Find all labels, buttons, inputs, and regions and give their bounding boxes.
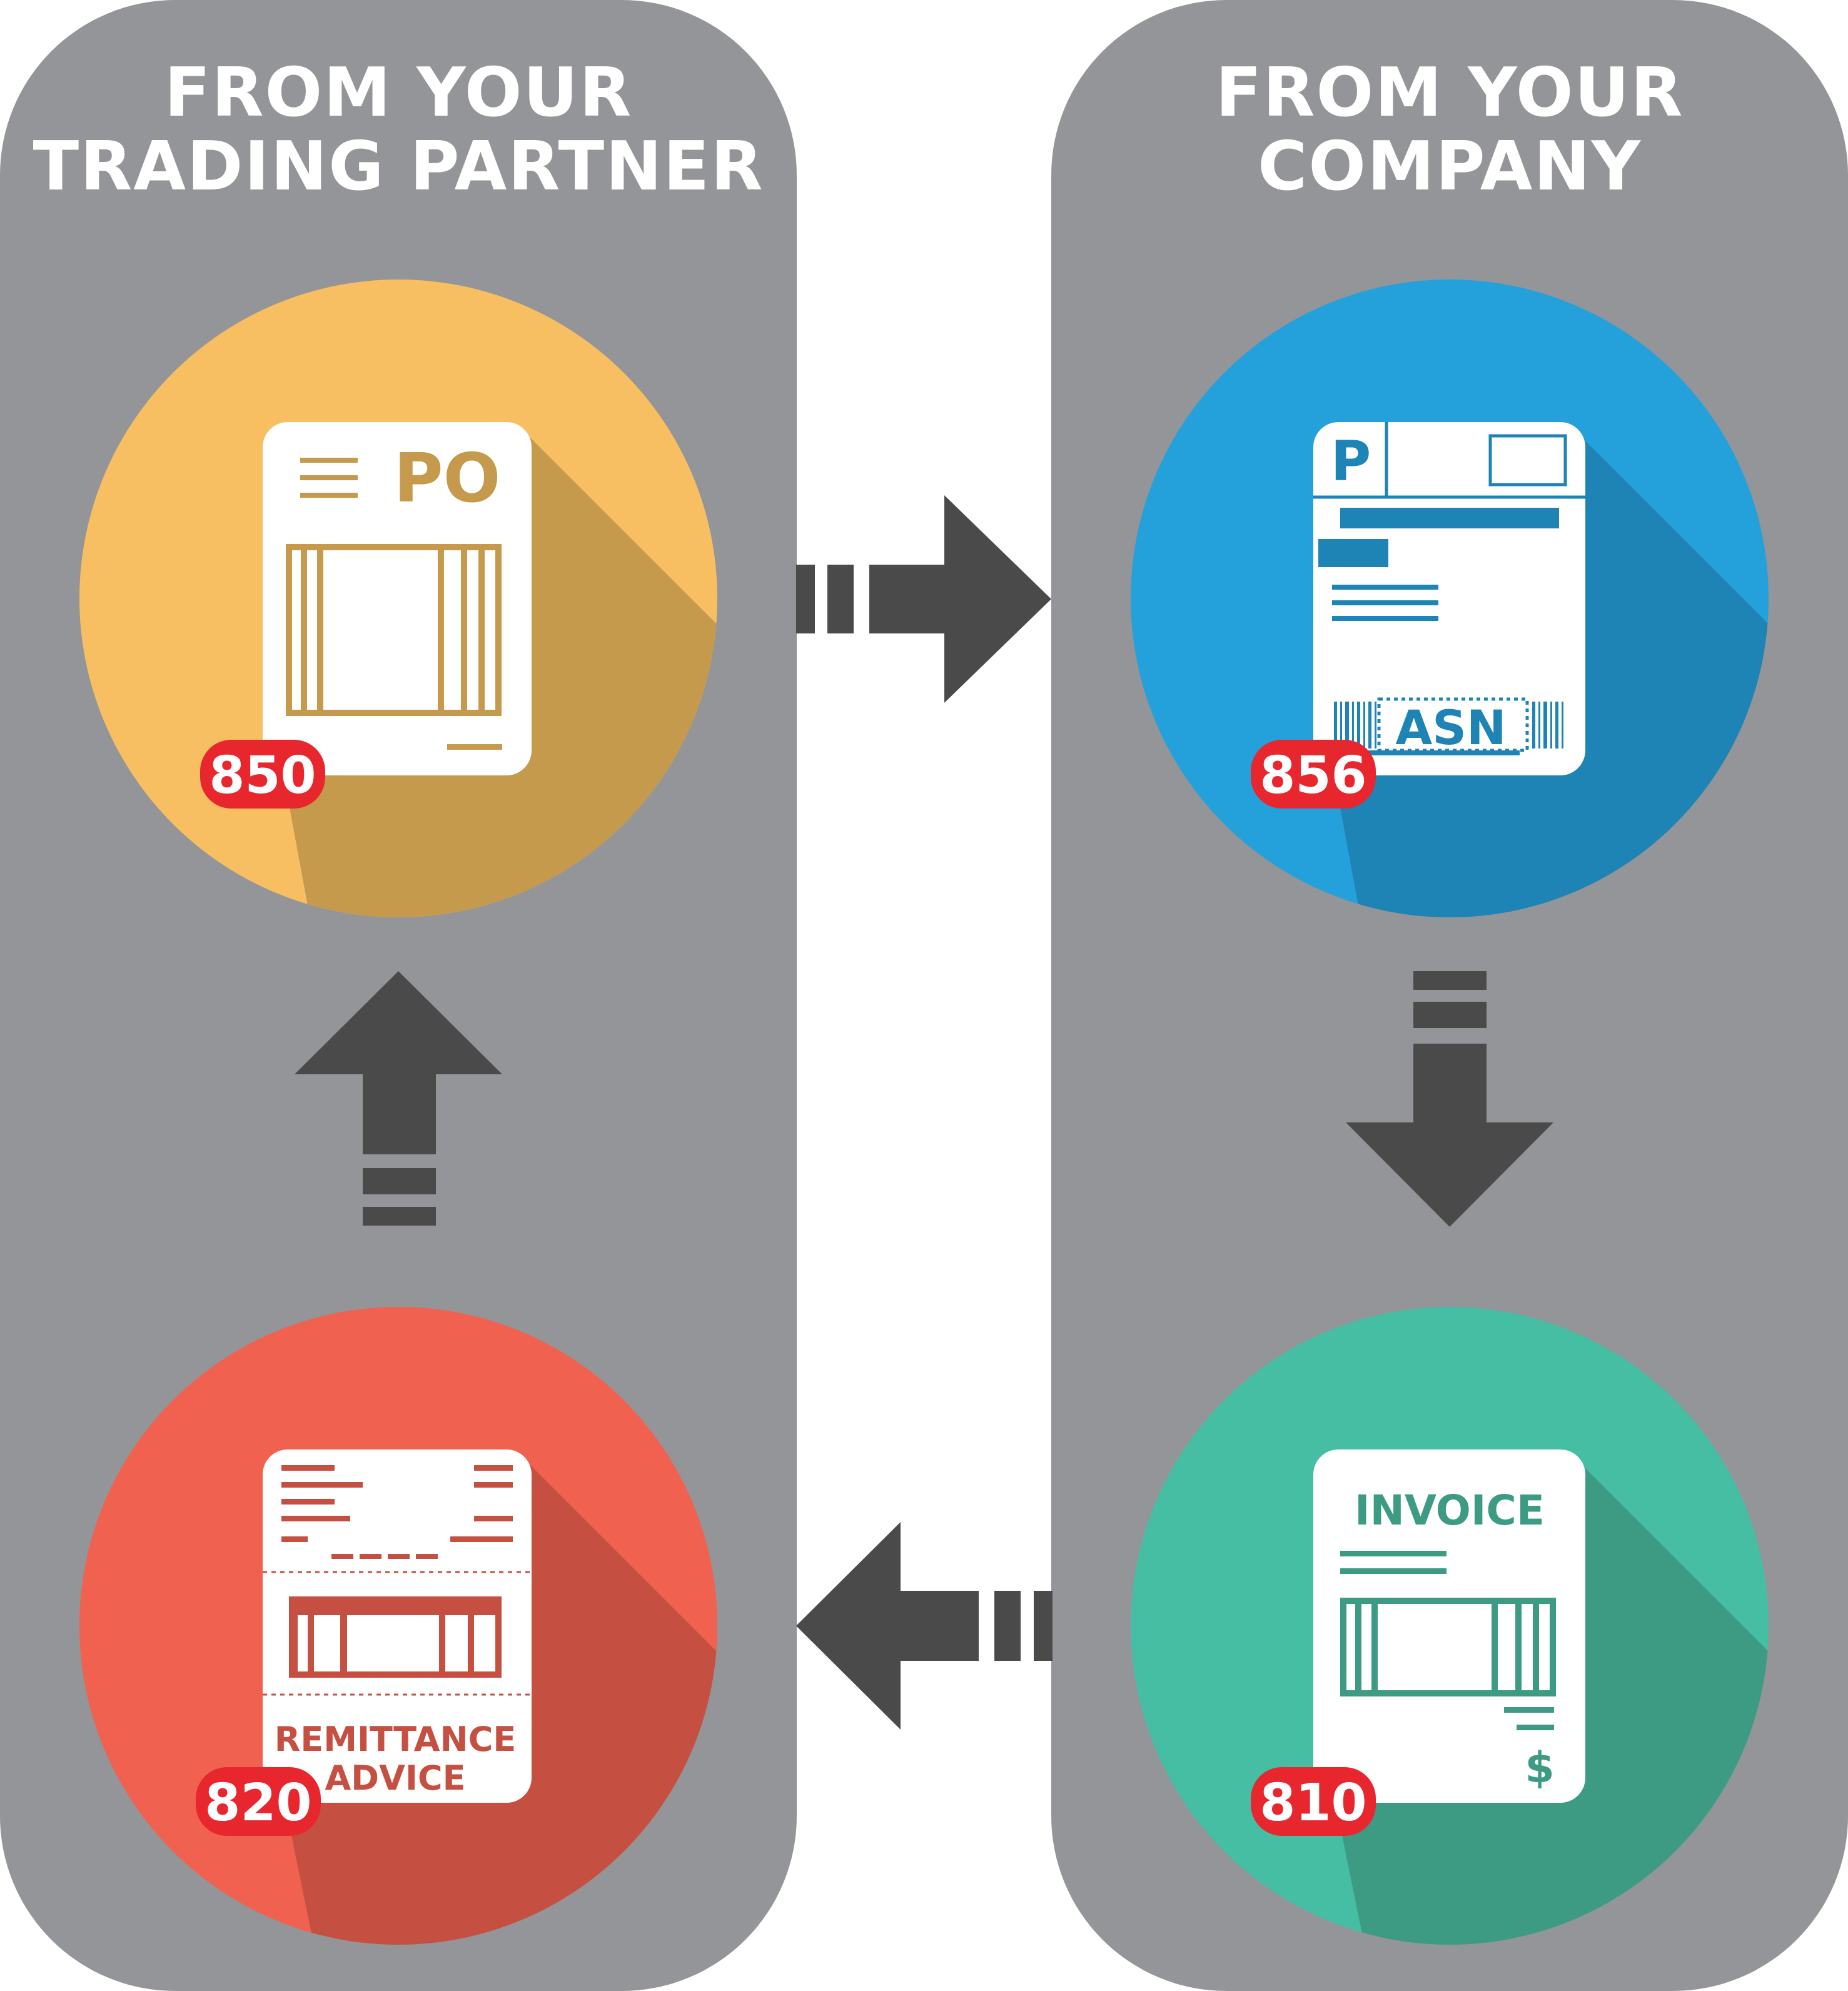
remittance-document-node: REMITTANCE ADVICE 820	[79, 1307, 717, 1945]
po-code-text: 850	[209, 746, 316, 805]
asn-document-node: P ASN 856	[1131, 280, 1769, 917]
company-panel-title: FROM YOUR COMPANY	[1215, 54, 1684, 206]
asn-code-badge	[1251, 740, 1376, 809]
po-table	[286, 544, 502, 716]
po-label: PO	[394, 440, 501, 518]
asn-barcode	[1334, 702, 1563, 749]
asn-label-frame	[1377, 697, 1529, 752]
remittance-label-line2: ADVICE	[325, 1758, 465, 1798]
remittance-table	[289, 1596, 502, 1678]
invoice-document-node: INVOICE $ 810	[1131, 1307, 1769, 1945]
asn-header-frame	[1313, 422, 1585, 499]
arrow-down-asn-to-invoice	[1346, 971, 1553, 1227]
trading-partner-panel-title: FROM YOUR TRADING PARTNER	[33, 54, 764, 206]
invoice-header-lines	[1340, 1551, 1447, 1574]
remittance-code-text: 820	[204, 1773, 311, 1833]
invoice-sheet	[1313, 1449, 1585, 1803]
po-footer-line	[447, 744, 502, 750]
arrow-right-po-to-asn	[796, 495, 1051, 703]
asn-label: ASN	[1395, 700, 1506, 755]
remittance-code-badge	[196, 1767, 321, 1836]
arrow-up-remittance-to-po	[295, 971, 502, 1226]
po-document-node: PO 850	[79, 280, 717, 917]
invoice-code-badge	[1251, 1767, 1376, 1836]
arrow-left-invoice-to-remittance	[796, 1522, 1053, 1730]
invoice-dollar-icon: $	[1525, 1743, 1554, 1793]
asn-content-lines	[1318, 508, 1559, 755]
invoice-label: INVOICE	[1355, 1486, 1545, 1535]
po-code-badge	[200, 740, 325, 809]
remittance-text-lines	[281, 1465, 513, 1559]
invoice-code-text: 810	[1260, 1773, 1366, 1833]
invoice-table	[1340, 1598, 1556, 1696]
po-header-lines	[300, 458, 358, 498]
asn-code-text: 856	[1260, 746, 1366, 805]
invoice-total-lines	[1504, 1707, 1554, 1730]
asn-header-letter: P	[1331, 429, 1371, 493]
remittance-label-line1: REMITTANCE	[275, 1720, 517, 1759]
